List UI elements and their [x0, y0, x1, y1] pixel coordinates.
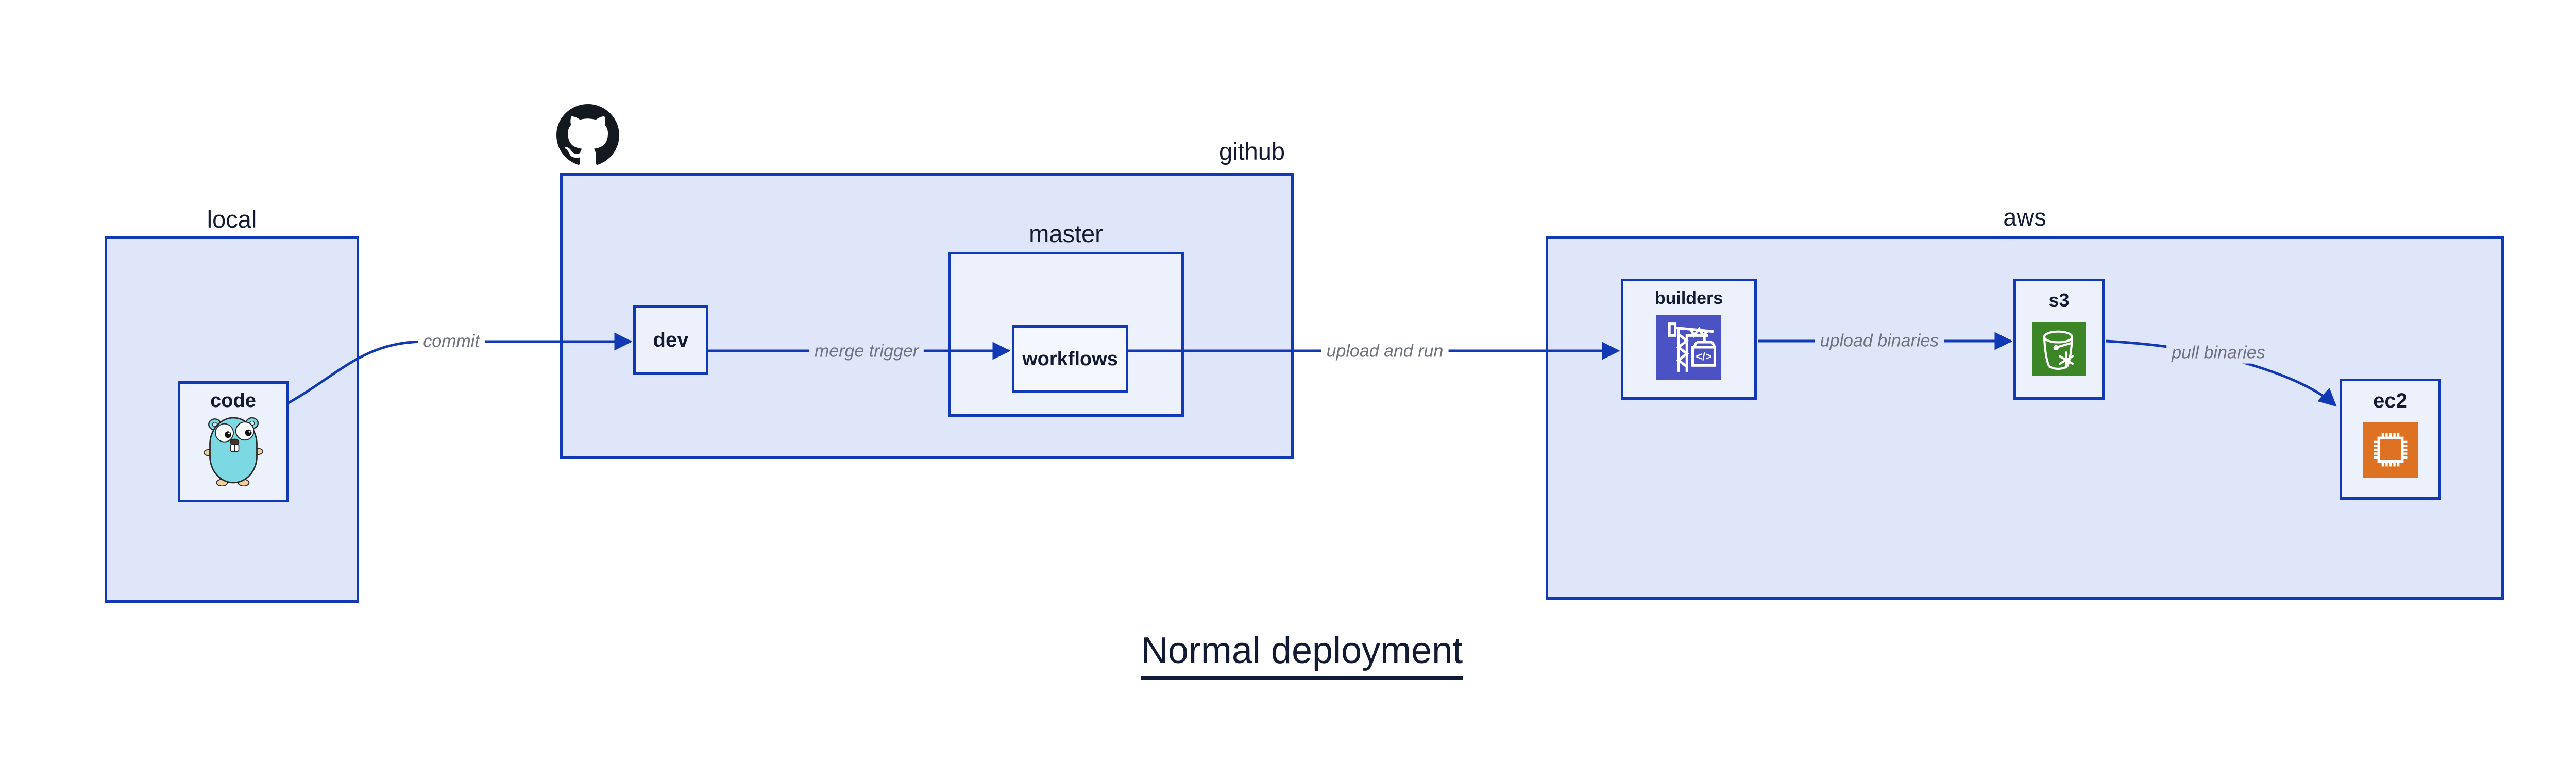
node-dev: dev — [633, 305, 708, 375]
node-label-s3: s3 — [2048, 290, 2070, 311]
edge-label-upload-and-run: upload and run — [1321, 341, 1449, 362]
edge-label-commit: commit — [418, 331, 485, 352]
group-label-github: github — [1218, 138, 1285, 165]
node-label-builders: builders — [1654, 288, 1723, 308]
go-gopher-icon — [203, 417, 263, 486]
group-label-master: master — [1029, 220, 1103, 247]
node-label-dev: dev — [653, 329, 689, 351]
node-workflows: workflows — [1012, 325, 1128, 393]
node-ec2: ec2 — [2340, 379, 2441, 500]
edge-label-merge-trigger: merge trigger — [809, 341, 924, 362]
node-builders: builders </> — [1621, 279, 1757, 400]
diagram-title: Normal deployment — [0, 630, 2576, 680]
diagram-title-text: Normal deployment — [1141, 630, 1463, 680]
group-label-local: local — [207, 206, 257, 233]
bucket-snowflake-icon — [2032, 322, 2086, 376]
node-label-workflows: workflows — [1022, 348, 1118, 370]
svg-text:</>: </> — [1696, 350, 1712, 363]
edge-label-upload-binaries: upload binaries — [1815, 330, 1944, 352]
node-label-code: code — [210, 390, 256, 412]
node-label-ec2: ec2 — [2373, 389, 2408, 412]
cpu-chip-icon — [2362, 422, 2418, 478]
group-label-aws: aws — [2003, 203, 2046, 231]
crane-codebuild-icon: </> — [1656, 315, 1721, 380]
node-s3: s3 — [2013, 279, 2105, 400]
edge-label-pull-binaries: pull binaries — [2166, 342, 2270, 364]
node-code: code — [178, 381, 289, 502]
github-octocat-icon — [556, 104, 619, 165]
